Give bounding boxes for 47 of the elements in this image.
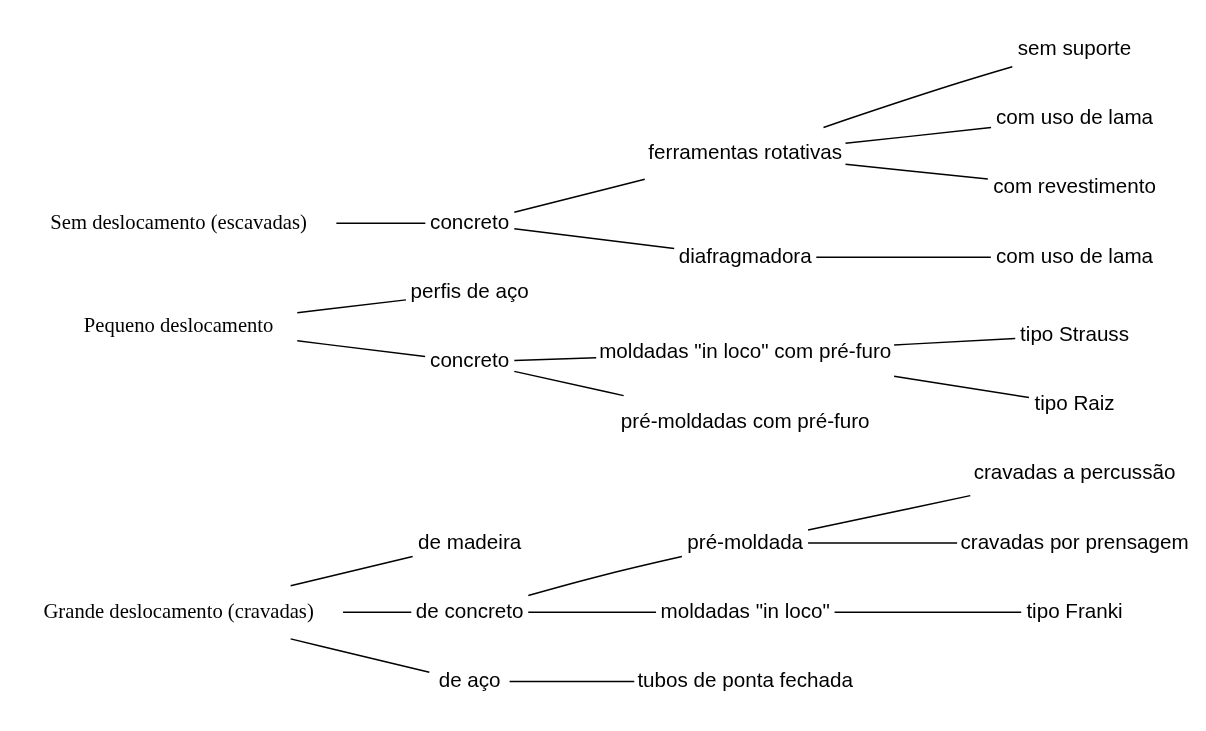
node-text: com revestimento [993,174,1156,198]
connector [807,542,958,544]
connector [513,370,625,397]
node-text: Grande deslocamento (cravadas) [43,599,314,622]
node-text: com uso de lama [996,243,1154,267]
connector [822,66,1014,129]
connector [844,163,989,180]
connector [527,555,683,597]
connector [807,494,971,531]
connector [893,375,1030,399]
connector [335,222,427,225]
node-text: ferramentas rotativas [648,140,843,164]
connector [527,611,657,614]
node-text: perfis de aço [410,279,529,303]
connector [844,126,992,145]
connector [289,638,431,673]
node-text: concreto [430,348,510,372]
connector [508,680,635,683]
connector [513,227,675,250]
node-text: tipo Franki [1026,598,1123,622]
node-text: diafragmadora [678,243,812,267]
node-text: de aço [438,668,501,692]
node-text: com uso de lama [996,105,1154,129]
connector [513,178,646,214]
node-text: tipo Strauss [1020,321,1129,345]
connector [296,340,426,358]
node-text: tipo Raiz [1034,391,1115,414]
node-text: de concreto [415,598,524,622]
connector [833,611,1022,614]
node-text: pré-moldadas com pré-furo [620,408,870,432]
node-text: de madeira [418,529,522,553]
node-text: moldadas "in loco" com pré-furo [599,339,892,363]
connector [513,357,597,362]
node-text: Pequeno deslocamento [83,313,274,336]
node-text: concreto [430,209,510,233]
node-text: cravadas a percussão [973,460,1176,484]
node-text: moldadas "in loco" [660,598,830,622]
node-text: sem suporte [1017,35,1132,59]
connector [289,555,414,587]
node-text: Sem deslocamento (escavadas) [50,210,307,233]
connector [893,337,1016,346]
node-text: pré-moldada [687,529,804,553]
node-text: cravadas por prensagem [960,529,1189,553]
connector [342,611,413,614]
connector [296,299,407,314]
node-text: tubos de ponta fechada [637,668,853,692]
connector [815,256,992,258]
